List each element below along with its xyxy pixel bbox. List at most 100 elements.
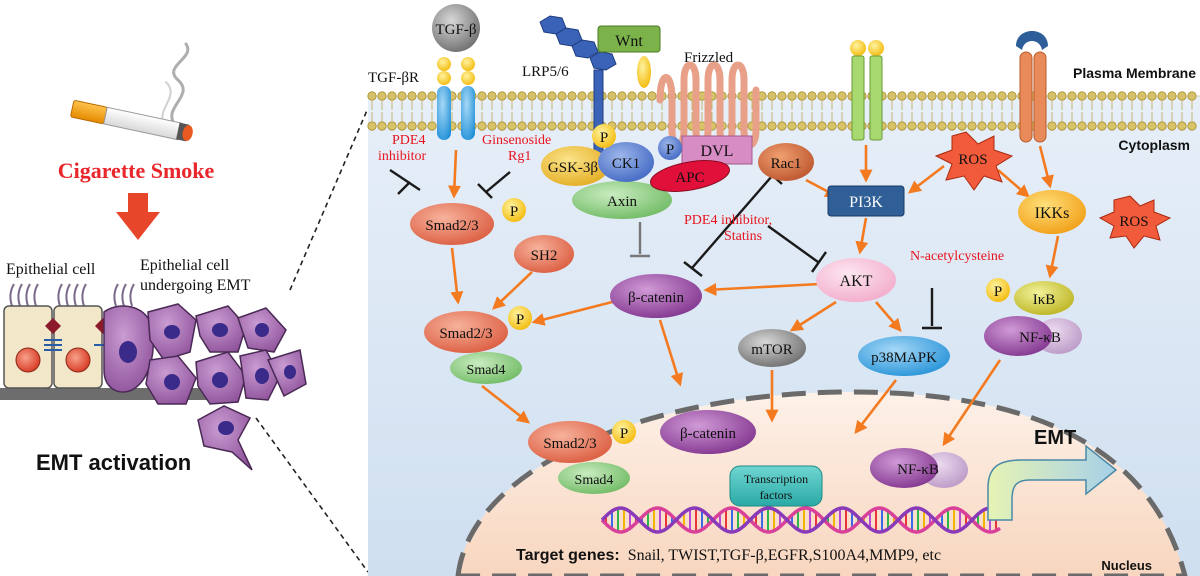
membrane-head (477, 121, 487, 131)
membrane-head (657, 121, 667, 131)
membrane-head (807, 121, 817, 131)
ikb-label: IκB (1033, 292, 1056, 308)
membrane-head (927, 121, 937, 131)
pi3k-label: PI3K (849, 194, 883, 211)
smad23-node-2 (424, 311, 508, 353)
membrane-head (1087, 121, 1097, 131)
membrane-head (1077, 121, 1087, 131)
ikb-node (1014, 281, 1074, 315)
svg-text:P: P (994, 284, 1002, 300)
membrane-head (837, 121, 847, 131)
membrane-head (1157, 121, 1167, 131)
membrane-head (577, 121, 587, 131)
emt-arrow-icon (987, 444, 1118, 521)
activation-arrow (997, 169, 1030, 198)
membrane-head (817, 121, 827, 131)
membrane-label: Plasma Membrane (1073, 65, 1196, 81)
pi3k-node (827, 185, 905, 217)
tgfb-ligand-label: TGF-β (436, 22, 477, 38)
ginsenoside-label-line1: Ginsenoside (482, 133, 551, 148)
dvl-node (681, 135, 753, 165)
membrane-head (617, 121, 627, 131)
wnt-ligand (597, 25, 661, 53)
smad23-label-3: Smad2/3 (543, 436, 596, 452)
activation-arrow (481, 384, 531, 424)
mesenchymal-nuclei (119, 323, 296, 435)
ros-star-2 (1098, 195, 1172, 249)
activation-arrow (855, 217, 869, 255)
bcatenin-label-2: β-catenin (680, 426, 736, 442)
membrane-head (1127, 121, 1137, 131)
membrane-head (497, 121, 507, 131)
pde4-statins-label-line1: PDE4 inhibitor, (684, 213, 772, 228)
down-arrow-icon (116, 193, 160, 240)
membrane-head (1057, 121, 1067, 131)
p-smad-node-1 (502, 198, 526, 222)
svg-text:P: P (666, 142, 674, 158)
membrane-head (567, 121, 577, 131)
membrane-head (1097, 121, 1107, 131)
apc-node (650, 160, 730, 192)
p-smad-node-2 (508, 306, 532, 330)
activation-arrow (492, 271, 533, 310)
smad4-label-1: Smad4 (467, 363, 506, 378)
membrane-head (957, 121, 967, 131)
activation-arrow (450, 247, 464, 305)
smad23-node-1 (410, 203, 494, 245)
pde4-inhibitor-label-line1: PDE4 (392, 133, 425, 148)
pde4-statins-label-line2: Statins (724, 229, 762, 244)
growth-factor-receptor (850, 40, 884, 141)
frizzled-receptor (656, 61, 760, 149)
axin-label: Axin (607, 194, 638, 210)
membrane-head (967, 121, 977, 131)
sh2-label: SH2 (531, 248, 558, 264)
lrp-receptor (539, 15, 617, 155)
activation-arrow (875, 301, 902, 332)
activation-arrow (658, 319, 684, 387)
dvl-label: DVL (701, 143, 734, 160)
membrane-head (1177, 121, 1187, 131)
activation-arrow (531, 298, 621, 326)
membrane-head (417, 121, 427, 131)
target-genes: Target genes: Snail, TWIST,TGF-β,EGFR,S1… (516, 547, 941, 564)
membrane-head (427, 121, 437, 131)
sh2-node (514, 235, 574, 273)
ikk-receptor (1016, 31, 1048, 143)
transcription-factors-node (729, 465, 823, 507)
target-genes-list: Snail, TWIST,TGF-β,EGFR,S100A4,MMP9, etc (628, 547, 941, 564)
tgfb-receptor: TGF-β (432, 4, 480, 140)
cilia (9, 283, 135, 307)
lrp-label: LRP5/6 (522, 64, 569, 80)
ros-label-1: ROS (958, 152, 987, 168)
membrane-head (887, 121, 897, 131)
emt-activation-label: EMT activation (36, 450, 191, 475)
membrane-head (507, 121, 517, 131)
activation-arrow (789, 300, 837, 332)
emt-cell-label-line1: Epithelial cell (140, 257, 230, 274)
akt-label: AKT (840, 273, 873, 290)
zoom-line-top (289, 107, 369, 291)
nfkb-node-2 (870, 448, 938, 488)
target-genes-label: Target genes: (516, 547, 620, 564)
p-ikb-node (986, 278, 1010, 302)
ikks-label: IKKs (1035, 205, 1070, 222)
bcatenin-node-2 (660, 410, 756, 454)
activation-arrow (1038, 145, 1054, 189)
membrane-head (517, 121, 527, 131)
nfkb-label-1: NF-κB (1019, 330, 1061, 346)
ros-star-1 (934, 131, 1014, 191)
membrane-head (797, 121, 807, 131)
smad23-label-2: Smad2/3 (439, 326, 492, 342)
smad4-node-2 (558, 462, 630, 494)
membrane-head (377, 121, 387, 131)
membrane-head (987, 121, 997, 131)
membrane-head (997, 121, 1007, 131)
dna-strand (600, 506, 1001, 534)
p-gsk-node (592, 124, 616, 148)
membrane-head (397, 121, 407, 131)
cigarette-icon (70, 100, 193, 142)
dna-strand (600, 506, 1001, 534)
membrane-head (917, 121, 927, 131)
smad23-node-3 (528, 421, 612, 463)
